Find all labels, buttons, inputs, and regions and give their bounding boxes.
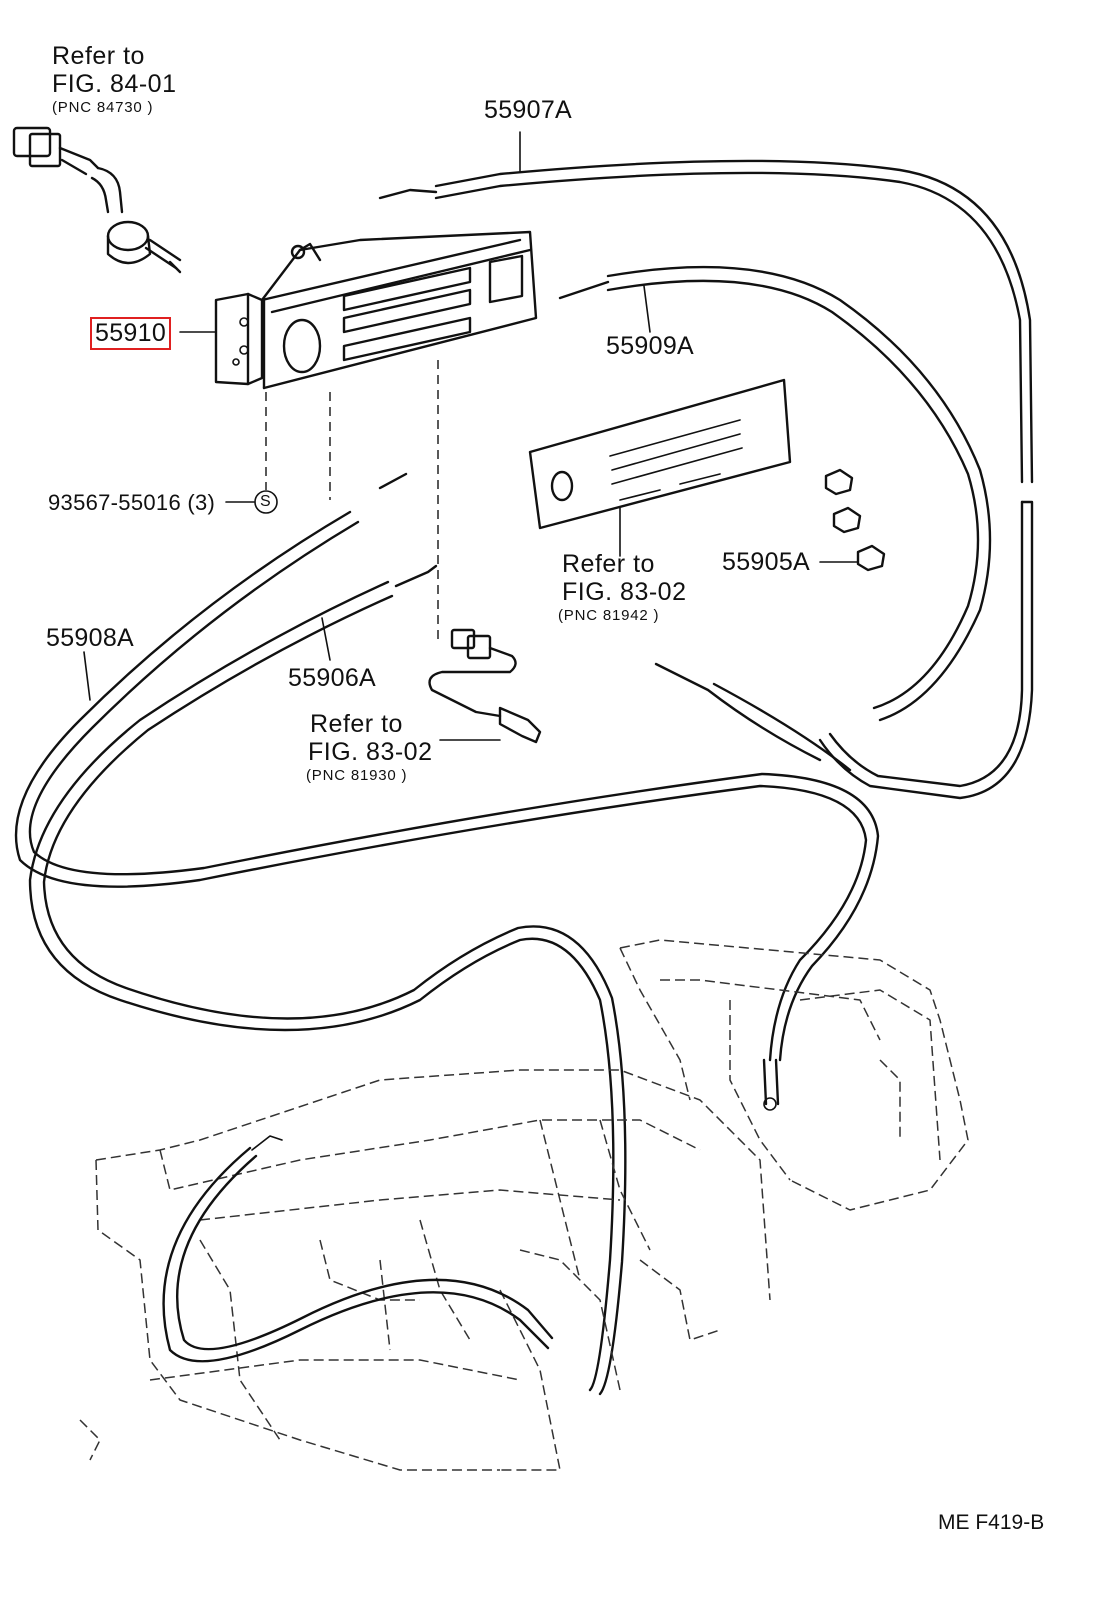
refer-83-02-bottom-line2: FIG. 83-02	[308, 738, 433, 766]
refer-83-02-top-pnc: (PNC 81942 )	[558, 607, 660, 624]
heater-control-unit-drawing	[214, 230, 538, 390]
part-55906a-label[interactable]: 55906A	[288, 664, 376, 692]
refer-83-02-top-line2: FIG. 83-02	[562, 578, 687, 606]
heater-unit-drawing	[79, 939, 969, 1471]
refer-84-01-line2: FIG. 84-01	[52, 70, 177, 98]
knobs-55905a-drawing	[819, 468, 886, 572]
part-55909a-label[interactable]: 55909A	[606, 332, 694, 360]
part-55910-label[interactable]: 55910	[90, 317, 172, 350]
refer-84-01-pnc: (PNC 84730 )	[52, 99, 154, 116]
cable-55907a-drawing	[378, 131, 1034, 800]
cable-55906a-drawing	[28, 564, 627, 1396]
symbol-s-label: S	[260, 493, 271, 510]
refer-84-01-line1: Refer to	[52, 42, 145, 70]
part-55907a-label[interactable]: 55907A	[484, 96, 572, 124]
refer-83-02-bottom-pnc: (PNC 81930 )	[306, 767, 408, 784]
sensor-drawing	[428, 628, 542, 744]
cable-55909a-drawing	[558, 265, 992, 722]
part-55908a-label[interactable]: 55908A	[46, 624, 134, 652]
control-panel-face-drawing	[528, 378, 792, 530]
part-55905a-label[interactable]: 55905A	[722, 548, 810, 576]
drawing-code: ME F419-B	[938, 1511, 1045, 1534]
cable-55908a-drawing	[14, 472, 880, 1062]
part-93567-label[interactable]: 93567-55016 (3)	[48, 490, 216, 515]
vacuum-actuator-drawing	[12, 126, 182, 274]
refer-83-02-top-line1: Refer to	[562, 550, 655, 578]
refer-83-02-bottom-line1: Refer to	[310, 710, 403, 738]
